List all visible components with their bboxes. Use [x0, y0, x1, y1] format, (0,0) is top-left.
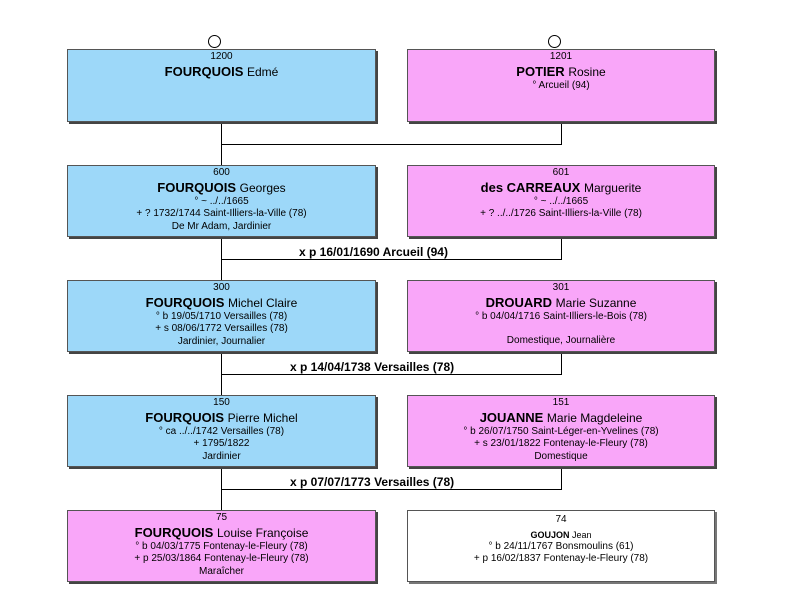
person-box-301[interactable]: 301 DROUARD Marie Suzanne ° b 04/04/1716… [407, 280, 715, 352]
given-name: Georges [239, 180, 286, 195]
surname: POTIER [516, 63, 565, 79]
connector [221, 122, 222, 165]
surname: FOURQUOIS [145, 294, 225, 310]
ancestor-marker-right [548, 35, 561, 48]
occupation: De Mr Adam, Jardinier [171, 220, 272, 232]
surname: GOUJON [530, 529, 570, 540]
birth-info: ° b 26/07/1750 Saint-Léger-en-Yvelines (… [463, 425, 659, 437]
birth-info: ° ca ../../1742 Versailles (78) [158, 425, 285, 437]
marriage-label: x p 07/07/1773 Versailles (78) [290, 475, 455, 489]
given-name: Marguerite [583, 180, 642, 195]
given-name: Michel Claire [228, 295, 298, 310]
connector [221, 489, 562, 490]
birth-info: ° b 19/05/1710 Versailles (78) [155, 310, 288, 322]
sosa-number: 600 [213, 167, 230, 178]
surname: JOUANNE [479, 409, 544, 425]
marriage-label: x p 16/01/1690 Arcueil (94) [299, 245, 448, 259]
birth-info: ° b 04/03/1775 Fontenay-le-Fleury (78) [135, 540, 308, 552]
connector [221, 144, 562, 145]
death-info: + s 23/01/1822 Fontenay-le-Fleury (78) [474, 438, 648, 449]
person-box-74[interactable]: 74 GOUJON Jean ° b 24/11/1767 Bonsmoulin… [407, 510, 715, 582]
person-name: JOUANNE Marie Magdeleine [408, 410, 714, 426]
person-name: FOURQUOIS Georges [68, 180, 375, 196]
given-name: Rosine [568, 64, 606, 79]
birth-info: ° b 04/04/1716 Saint-Illiers-le-Bois (78… [475, 310, 647, 322]
person-box-1200[interactable]: 1200 FOURQUOIS Edmé [67, 49, 376, 122]
occupation: Jardinier [202, 450, 241, 462]
person-name: FOURQUOIS Edmé [68, 64, 375, 80]
death-info: + ? 1732/1744 Saint-Illiers-la-Ville (78… [136, 208, 307, 219]
person-name: DROUARD Marie Suzanne [408, 295, 714, 311]
connector [221, 352, 222, 395]
connector [221, 467, 222, 510]
person-box-151[interactable]: 151 JOUANNE Marie Magdeleine ° b 26/07/1… [407, 395, 715, 467]
death-info: + ? ../../1726 Saint-Illiers-la-Ville (7… [480, 208, 642, 219]
given-name: Pierre Michel [227, 410, 298, 425]
ancestor-marker-left [208, 35, 221, 48]
birth-info: ° ~ ../../1665 [533, 195, 589, 207]
connector [561, 467, 562, 489]
person-box-150[interactable]: 150 FOURQUOIS Pierre Michel ° ca ../../1… [67, 395, 376, 467]
occupation: Maraîcher [198, 565, 244, 577]
given-name: Marie Magdeleine [546, 410, 643, 425]
sosa-number: 1201 [549, 51, 573, 62]
connector [221, 374, 562, 375]
occupation: Domestique [534, 450, 588, 462]
person-name: FOURQUOIS Pierre Michel [68, 410, 375, 426]
person-box-300[interactable]: 300 FOURQUOIS Michel Claire ° b 19/05/17… [67, 280, 376, 352]
given-name: Jean [572, 529, 592, 540]
person-box-601[interactable]: 601 des CARREAUX Marguerite ° ~ ../../16… [407, 165, 715, 237]
surname: FOURQUOIS [134, 524, 214, 540]
person-name: des CARREAUX Marguerite [408, 180, 714, 196]
death-info: + 1795/1822 [193, 438, 250, 449]
death-info: + s 08/06/1772 Versailles (78) [155, 323, 288, 334]
given-name: Edmé [247, 64, 279, 79]
birth-info: ° b 24/11/1767 Bonsmoulins (61) [488, 540, 634, 552]
sosa-number: 75 [215, 512, 228, 523]
sosa-number: 301 [552, 282, 570, 293]
surname: FOURQUOIS [145, 409, 225, 425]
marriage-label: x p 14/04/1738 Versailles (78) [290, 360, 455, 374]
person-name: POTIER Rosine [408, 64, 714, 80]
occupation: Domestique, Journalière [506, 335, 616, 346]
death-info: + p 25/03/1864 Fontenay-le-Fleury (78) [134, 553, 309, 564]
connector [561, 122, 562, 144]
given-name: Louise Françoise [216, 525, 309, 540]
sosa-number: 601 [552, 167, 570, 178]
connector [561, 352, 562, 374]
given-name: Marie Suzanne [555, 295, 637, 310]
person-box-75[interactable]: 75 FOURQUOIS Louise Françoise ° b 04/03/… [67, 510, 376, 582]
connector [561, 237, 562, 259]
occupation: Jardinier, Journalier [177, 335, 266, 347]
sosa-number: 151 [552, 397, 570, 408]
connector [221, 259, 562, 260]
surname: FOURQUOIS [157, 179, 237, 195]
sosa-number: 150 [213, 397, 230, 408]
person-name: FOURQUOIS Michel Claire [68, 295, 375, 311]
surname: DROUARD [485, 294, 553, 310]
birth-info: ° ~ ../../1665 [194, 195, 249, 207]
birth-info: ° Arcueil (94) [532, 79, 590, 91]
sosa-number: 300 [213, 282, 230, 293]
person-box-600[interactable]: 600 FOURQUOIS Georges ° ~ ../../1665 + ?… [67, 165, 376, 237]
sosa-number: 74 [555, 514, 567, 525]
connector [221, 237, 222, 280]
surname: FOURQUOIS [164, 63, 244, 79]
surname: des CARREAUX [480, 179, 581, 195]
death-info: + p 16/02/1837 Fontenay-le-Fleury (78) [473, 553, 649, 564]
person-box-1201[interactable]: 1201 POTIER Rosine ° Arcueil (94) [407, 49, 715, 122]
sosa-number: 1200 [210, 51, 233, 62]
person-name: GOUJON Jean [408, 529, 714, 541]
person-name: FOURQUOIS Louise Françoise [68, 525, 375, 541]
